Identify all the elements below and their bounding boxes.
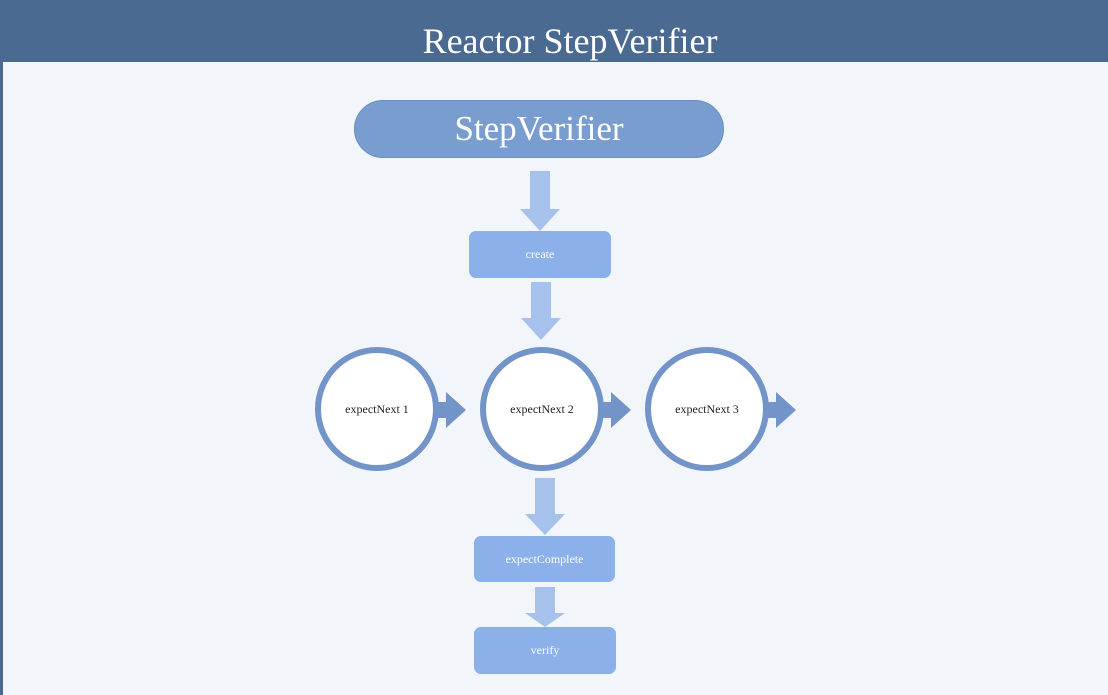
arrow-expect-next-2-to-complete — [525, 478, 565, 535]
left-border — [0, 62, 3, 695]
expect-next-3-node: expectNext 3 — [645, 347, 769, 471]
arrow-create-to-expect-next-2 — [521, 282, 561, 340]
page-title: Reactor StepVerifier — [422, 21, 718, 61]
arrow-from-expect-next-1 — [436, 392, 466, 428]
arrow-from-expect-next-3 — [766, 392, 796, 428]
stepverifier-node: StepVerifier — [354, 100, 724, 158]
create-node: create — [469, 231, 611, 278]
expect-complete-node: expectComplete — [474, 536, 615, 582]
arrow-from-expect-next-2 — [601, 392, 631, 428]
arrow-root-to-create — [520, 171, 560, 231]
arrow-complete-to-verify — [525, 587, 565, 627]
expect-next-2-node: expectNext 2 — [480, 347, 604, 471]
header-bar: Reactor StepVerifier — [0, 0, 1108, 62]
verify-node: verify — [474, 627, 616, 674]
